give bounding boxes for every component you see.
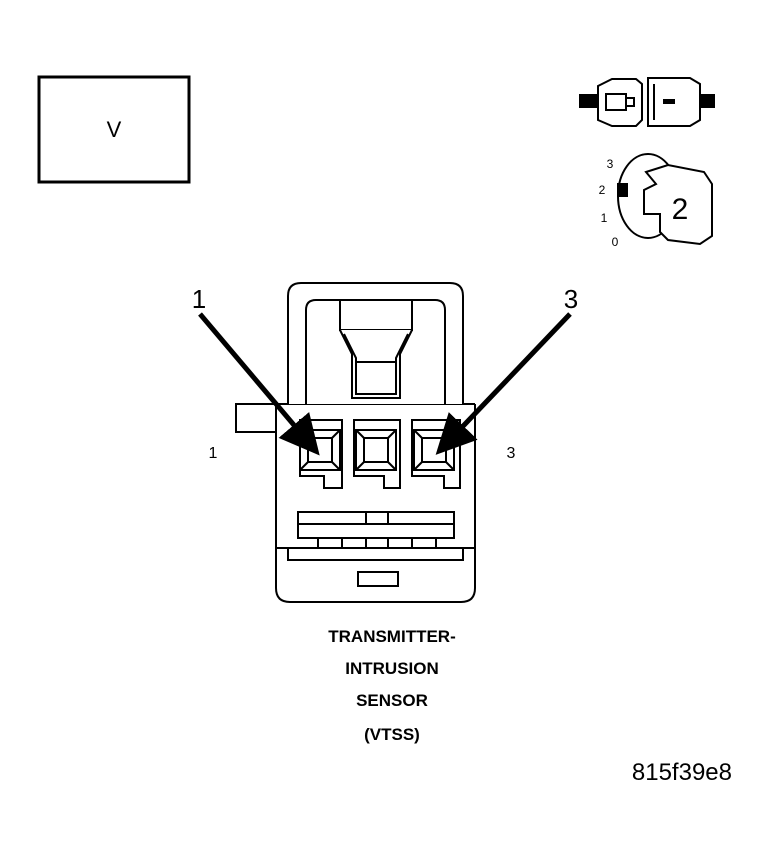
rib-row-bottom bbox=[297, 523, 455, 539]
lock-indicator-icon bbox=[617, 183, 628, 197]
color-code-frame bbox=[37, 75, 191, 184]
lock-pos-2: 2 bbox=[599, 183, 606, 197]
lock-selected-position: 2 bbox=[672, 193, 689, 226]
connector-mating-icon bbox=[579, 77, 715, 127]
component-title-line-1: TRANSMITTER- bbox=[328, 627, 455, 646]
cavity-square-inner bbox=[421, 437, 447, 463]
plug-latch-icon bbox=[605, 93, 635, 111]
rib-row-top bbox=[297, 511, 455, 525]
cavity-square-inner bbox=[307, 437, 333, 463]
cavity-square-inner bbox=[363, 437, 389, 463]
lock-position-icon: 3 2 1 0 2 bbox=[599, 153, 713, 249]
housing-band-inner bbox=[287, 548, 464, 561]
lock-pos-1: 1 bbox=[601, 211, 608, 225]
component-title-line-3: SENSOR bbox=[356, 691, 428, 710]
wire-stub-left-icon bbox=[579, 94, 599, 108]
wire-stub-right-icon bbox=[699, 94, 715, 108]
color-code-label: V bbox=[107, 117, 122, 142]
callout-label-pin-3: 3 bbox=[564, 284, 578, 314]
cavity-bevel bbox=[299, 461, 309, 471]
lock-pos-0: 0 bbox=[612, 235, 619, 249]
side-label-pin-1: 1 bbox=[209, 445, 218, 462]
cavity-bevel bbox=[413, 429, 423, 439]
lock-pos-3: 3 bbox=[607, 157, 614, 171]
cavity-bevel bbox=[387, 461, 397, 471]
component-title: TRANSMITTER- INTRUSION SENSOR (VTSS) bbox=[328, 627, 455, 744]
cavity-2 bbox=[353, 419, 401, 489]
color-code-box: V bbox=[37, 75, 191, 184]
cavity-bevel bbox=[445, 461, 455, 471]
male-plug-icon bbox=[597, 78, 643, 127]
component-title-line-4: (VTSS) bbox=[364, 725, 420, 744]
cavity-bevel bbox=[387, 429, 397, 439]
cavity-bevel bbox=[355, 429, 365, 439]
release-slot bbox=[357, 571, 399, 587]
socket-slot-icon bbox=[663, 99, 675, 104]
connector-body bbox=[235, 282, 476, 603]
cavity-bevel bbox=[355, 461, 365, 471]
side-tab bbox=[235, 403, 276, 433]
cavity-bevel bbox=[331, 429, 341, 439]
callout-arrow-pin-1 bbox=[198, 312, 320, 456]
latch-lever-top bbox=[339, 299, 413, 331]
component-title-line-2: INTRUSION bbox=[345, 659, 439, 678]
figure-id: 815f39e8 bbox=[632, 759, 732, 786]
cavity-bevel bbox=[413, 461, 423, 471]
callout-label-pin-1: 1 bbox=[192, 284, 206, 314]
lock-key-icon bbox=[643, 163, 713, 246]
cavity-bevel bbox=[331, 461, 341, 471]
callout-arrow-pin-3 bbox=[435, 312, 572, 455]
side-label-pin-3: 3 bbox=[507, 445, 516, 462]
latch-lever-inner bbox=[343, 333, 409, 395]
latch-lever-body bbox=[339, 329, 413, 399]
